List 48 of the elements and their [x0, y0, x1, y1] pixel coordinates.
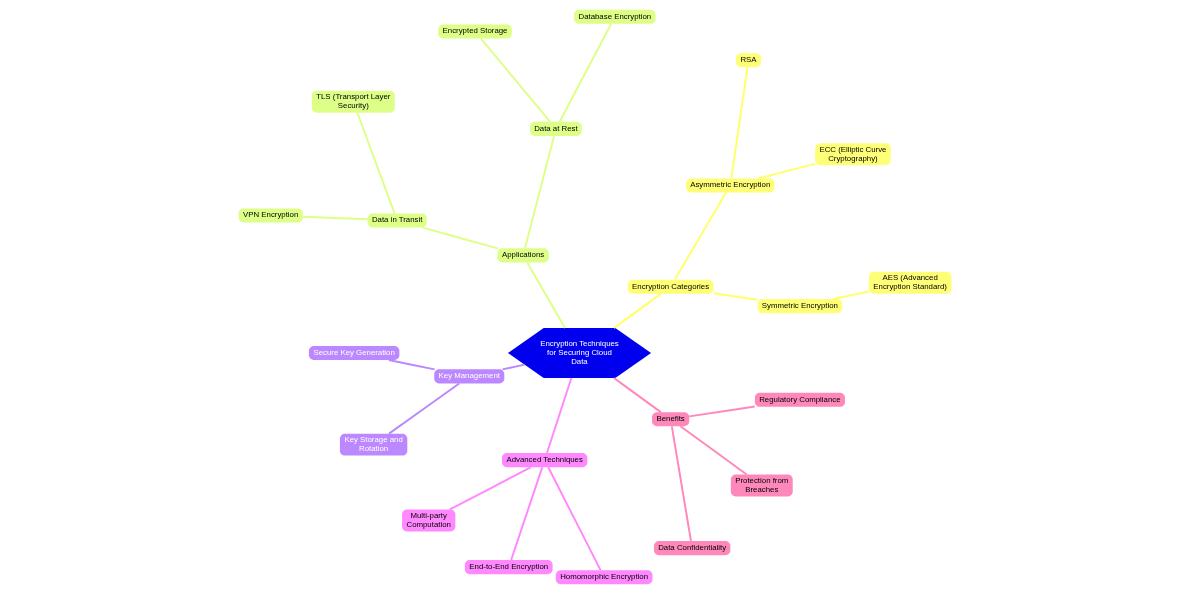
node-box: Homomorphic Encryption [555, 570, 652, 585]
node-box: Database Encryption [573, 9, 656, 24]
node-box: TLS (Transport Layer Security) [311, 90, 395, 113]
connector [670, 425, 692, 542]
connector [448, 466, 532, 511]
node-box: Advanced Techniques [501, 453, 587, 468]
node-box: Key Management [433, 369, 504, 384]
connector [756, 162, 816, 180]
node-box: Benefits [651, 412, 689, 427]
connector [509, 466, 543, 561]
connector [500, 363, 525, 371]
node-box: VPN Encryption [238, 208, 303, 223]
node-box: End-to-End Encryption [464, 560, 553, 575]
node-box: Encryption Categories [627, 279, 713, 294]
node-box: Key Storage and Rotation [339, 433, 407, 456]
connector [523, 134, 555, 250]
connector [612, 377, 662, 414]
connector [355, 111, 396, 215]
connector [729, 66, 748, 180]
node-box: Protection from Breaches [730, 474, 793, 497]
connector [546, 466, 602, 572]
node-box: Encrypted Storage [437, 24, 512, 39]
connector [387, 382, 460, 435]
connector [421, 226, 499, 250]
node-box: Data in Transit [367, 213, 427, 228]
connector [612, 292, 662, 329]
connector [678, 425, 748, 476]
node-box: Data Confidentiality [653, 541, 730, 556]
node-box: AES (Advanced Encryption Standard) [868, 271, 951, 294]
node-box: ECC (Elliptic Curve Cryptography) [814, 143, 891, 166]
connector [545, 376, 572, 455]
node-box: Asymmetric Encryption [685, 178, 774, 193]
connector [301, 215, 368, 221]
node-box: Multi-party Computation [401, 509, 455, 532]
connector [687, 405, 756, 418]
connector [558, 22, 612, 123]
connector [712, 292, 759, 301]
node-box: Data at Rest [529, 121, 582, 136]
node-box: Symmetric Encryption [757, 299, 842, 314]
connector [673, 191, 727, 281]
node-box: Regulatory Compliance [754, 392, 845, 407]
node-box: Applications [497, 248, 549, 263]
connector [387, 359, 436, 371]
connector [831, 290, 870, 301]
node-box: RSA [735, 53, 761, 68]
connector [479, 37, 551, 123]
connector [525, 261, 566, 329]
node-box: Secure Key Generation [308, 345, 399, 360]
